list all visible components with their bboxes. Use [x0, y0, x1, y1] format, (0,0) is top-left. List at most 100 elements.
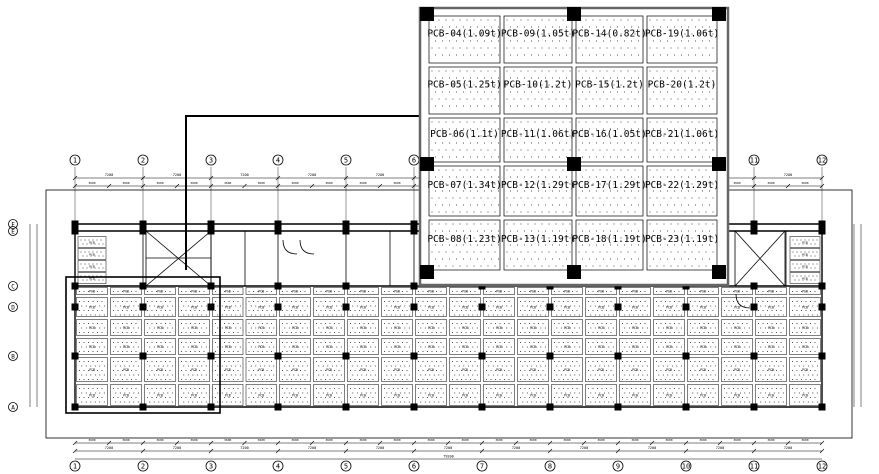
detail-column: [420, 157, 434, 171]
precast-slab: [245, 338, 277, 355]
slab-name: PCB-11(1.06t): [501, 129, 575, 140]
slab-name: PCB-09(1.05t): [501, 29, 575, 40]
slab-tag: PCB: [496, 326, 502, 330]
slab-tag: PCB: [89, 306, 95, 310]
slab-tag: PCB: [428, 326, 434, 330]
grid-label-top: 3: [209, 157, 213, 165]
slab-tag: PCB: [258, 306, 264, 310]
slab-name: PCB-18(1.19t): [572, 234, 646, 245]
slab-tag: PCB: [89, 326, 95, 330]
dimension-tick: [242, 440, 247, 446]
precast-slab: [381, 357, 413, 382]
slab-tag: PCB: [394, 345, 400, 349]
slab-hatch: [282, 342, 308, 352]
precast-slab: [721, 338, 753, 355]
precast-slab: [144, 384, 176, 406]
slab-tag: PCB: [632, 290, 638, 294]
slab-tag: PCB: [632, 394, 638, 398]
slab-hatch: [649, 121, 714, 158]
precast-slab: [789, 272, 821, 284]
slab-tag: PCB: [89, 277, 95, 281]
door-swing: [735, 293, 751, 309]
precast-slab: [245, 287, 277, 295]
dimension-text: 3600: [767, 438, 774, 442]
slab-tag: PCB: [191, 368, 197, 372]
precast-slab: [415, 287, 447, 295]
slab-name: PCB-16(1.05t): [572, 129, 646, 140]
slab-tag: PCB: [802, 253, 808, 257]
slab-hatch: [622, 323, 648, 333]
precast-slab: [212, 357, 244, 382]
dimension-text: 3600: [529, 438, 536, 442]
slab-hatch: [792, 251, 818, 257]
structural-column: [750, 227, 758, 235]
slab-tag: PCB: [394, 394, 400, 398]
slab-tag: PCB: [734, 290, 740, 294]
structural-column: [342, 282, 350, 290]
slab-hatch: [350, 301, 376, 316]
slab-hatch: [316, 361, 342, 380]
slab-tag: PCB: [632, 306, 638, 310]
grid-bubble-bottom: [272, 460, 284, 472]
slab-hatch: [113, 361, 139, 380]
detail-column: [567, 157, 581, 171]
precast-slab: [415, 384, 447, 406]
slab-tag: PCB: [666, 394, 672, 398]
detail-slab: [646, 15, 718, 64]
dimension-text: 3600: [325, 181, 332, 185]
precast-slab: [347, 357, 379, 382]
slab-hatch: [758, 323, 784, 333]
dimension-text: 7200: [105, 173, 113, 177]
structural-column: [207, 227, 215, 235]
slab-tag: PCB: [768, 345, 774, 349]
precast-slab: [449, 287, 481, 295]
slab-tag: PCB: [666, 368, 672, 372]
slab-tag: PCB: [89, 394, 95, 398]
slab-tag: PCB: [768, 394, 774, 398]
structural-column: [207, 352, 215, 360]
dimension-text: 3600: [699, 438, 706, 442]
slab-hatch: [316, 342, 342, 352]
slab-hatch: [282, 388, 308, 403]
precast-slab: [449, 319, 481, 336]
structural-column: [71, 352, 79, 360]
slab-tag: PCB: [428, 368, 434, 372]
dimension-tick: [275, 448, 281, 454]
dimension-text: 7200: [784, 173, 792, 177]
dimension-tick: [785, 440, 791, 446]
slab-hatch: [80, 251, 104, 257]
slab-hatch: [181, 388, 207, 403]
slab-hatch: [248, 291, 272, 292]
stair-room: [734, 230, 786, 287]
slab-hatch: [622, 301, 648, 316]
slab-hatch: [578, 223, 639, 267]
slab-name: PCB-17(1.29t): [572, 180, 646, 191]
precast-slab: [381, 338, 413, 355]
slab-hatch: [792, 291, 816, 292]
slab-name: PCB-13(1.19t): [501, 234, 575, 245]
grid-label-bottom: 5: [344, 463, 348, 471]
slab-hatch: [452, 323, 478, 333]
dimension-text: 3600: [393, 181, 400, 185]
precast-slab: [279, 384, 311, 406]
slab-tag: PCB: [700, 306, 706, 310]
slab-tag: PCB: [598, 290, 604, 294]
dimension-text: 7200: [512, 446, 520, 450]
slab-tag: PCB: [258, 290, 264, 294]
precast-slab: [653, 319, 685, 336]
grid-bubble-bottom: [340, 460, 352, 472]
precast-slab: [144, 287, 176, 295]
slab-hatch: [181, 301, 207, 316]
grid-bubble-bottom: [680, 460, 692, 472]
dimension-text: 3600: [631, 438, 638, 442]
grid-label-bottom: 12: [818, 463, 826, 471]
slab-hatch: [758, 291, 782, 292]
slab-tag: PCB: [598, 326, 604, 330]
grid-label-left: F: [11, 221, 15, 228]
precast-slab: [77, 248, 107, 260]
precast-slab: [415, 319, 447, 336]
slab-hatch: [588, 342, 614, 352]
precast-slab: [551, 319, 583, 336]
precast-slab: [381, 287, 413, 295]
detail-slab: [575, 165, 644, 217]
